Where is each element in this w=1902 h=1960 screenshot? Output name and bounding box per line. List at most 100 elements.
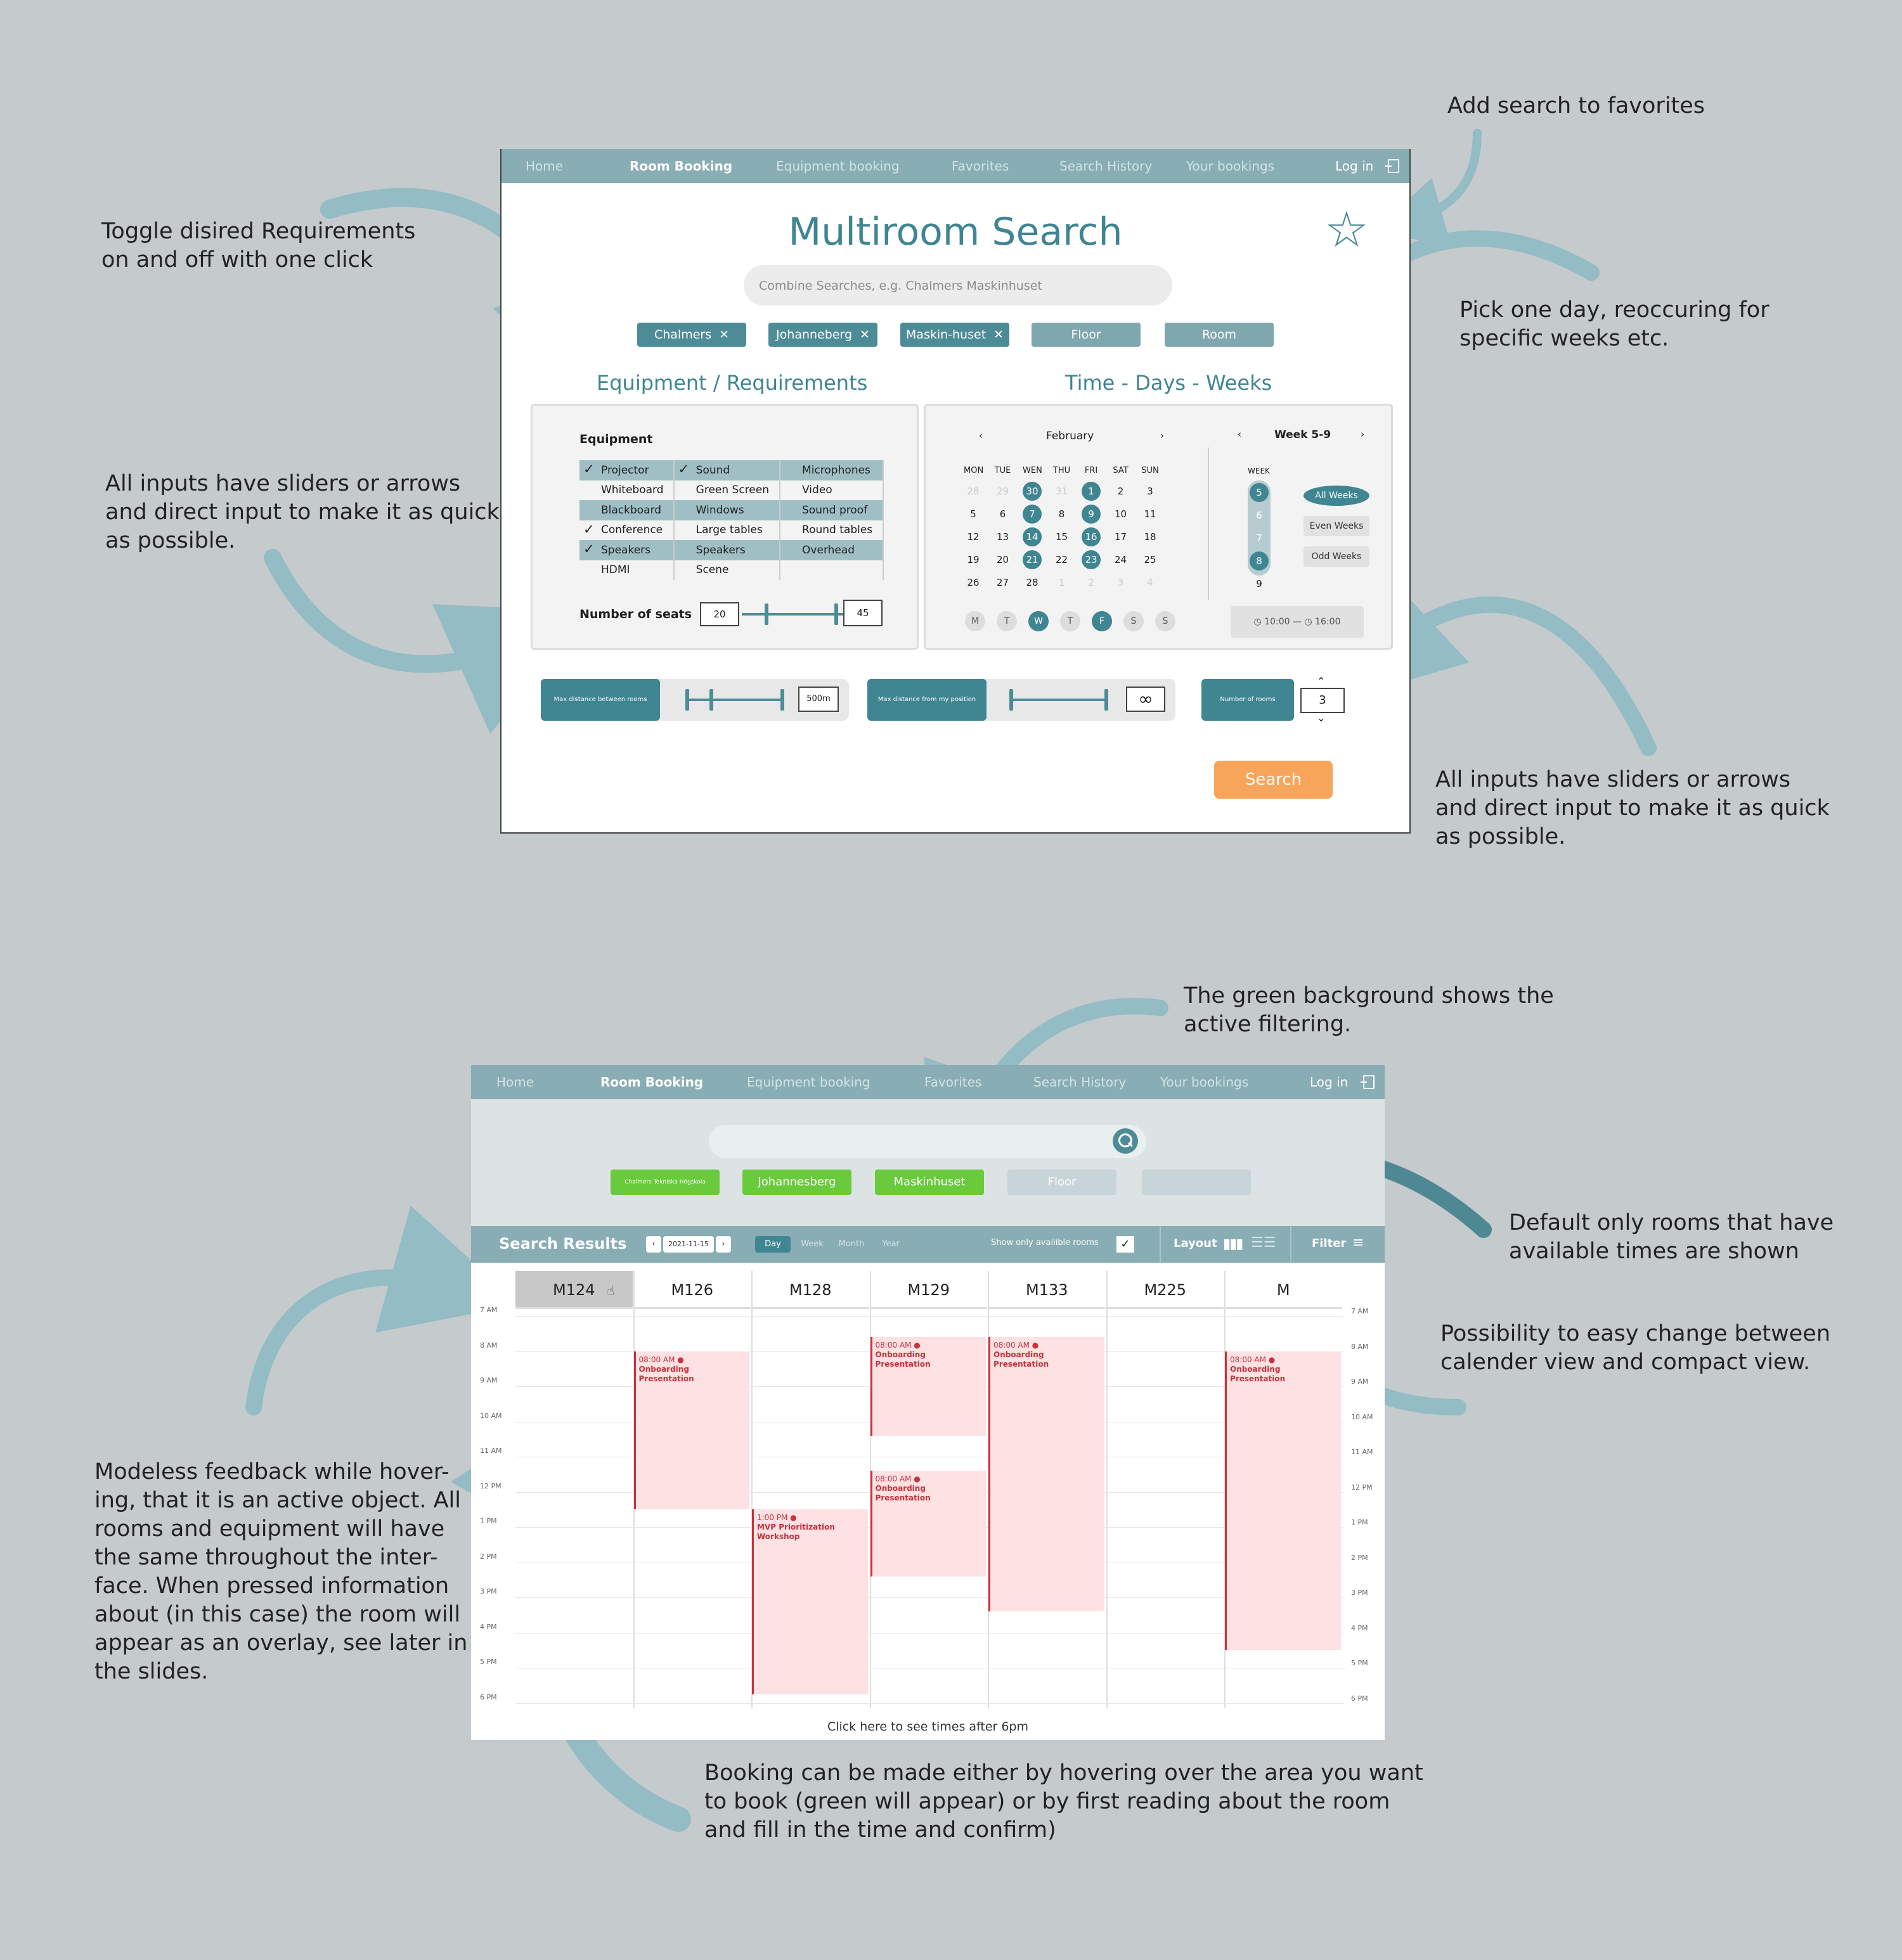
week-number[interactable]: 5 [1250, 483, 1269, 502]
equipment-toggle[interactable]: ✓Conference [579, 520, 675, 540]
nav-login[interactable]: Log in [1310, 1074, 1349, 1090]
booking-event[interactable]: 08:00 AM ●Onboarding Presentation [633, 1351, 749, 1510]
search-input[interactable] [709, 1125, 1146, 1158]
equipment-toggle[interactable]: Green Screen [673, 480, 781, 500]
nav-favorites[interactable]: Favorites [952, 158, 1009, 174]
prev-week-icon[interactable]: ‹ [1238, 429, 1241, 440]
nav-your-bookings[interactable]: Your bookings [1186, 158, 1275, 174]
chip-floor[interactable]: Floor [1007, 1170, 1116, 1195]
show-available-checkbox[interactable]: ✓ [1116, 1236, 1134, 1253]
calendar-day[interactable]: 29 [996, 486, 1009, 497]
equipment-toggle[interactable]: Round tables [780, 520, 884, 540]
calendar-view-icon[interactable]: ▮▮▮ [1223, 1236, 1243, 1252]
calendar-day[interactable]: 6 [999, 508, 1006, 520]
weekday-toggle[interactable]: S [1123, 611, 1144, 631]
equipment-toggle[interactable]: Sound proof [780, 500, 884, 520]
next-date-icon[interactable]: › [716, 1236, 731, 1253]
date-field[interactable]: 2021-11-15 [663, 1236, 714, 1253]
search-button[interactable]: Search [1214, 761, 1333, 799]
calendar-day[interactable]: 20 [996, 554, 1009, 565]
max-distance-rooms-input[interactable]: 500m [798, 687, 839, 712]
nav-login[interactable]: Log in [1335, 158, 1374, 174]
week-filter-button[interactable]: All Weeks [1304, 486, 1369, 506]
seats-min-handle[interactable] [765, 603, 768, 625]
equipment-toggle[interactable]: ✓Sound [673, 460, 781, 480]
room-header[interactable]: M133 [988, 1271, 1106, 1309]
calendar-day[interactable]: 7 [1023, 505, 1042, 524]
weekday-toggle[interactable]: M [965, 611, 985, 631]
room-header[interactable]: M126 [633, 1271, 751, 1309]
equipment-toggle[interactable]: Windows [673, 500, 781, 520]
weekday-toggle[interactable]: W [1028, 611, 1049, 631]
nav-your-bookings[interactable]: Your bookings [1160, 1074, 1249, 1090]
equipment-toggle[interactable]: Speakers [673, 540, 781, 560]
login-icon[interactable] [1385, 159, 1399, 173]
calendar-day[interactable]: 22 [1055, 554, 1068, 565]
calendar-day[interactable]: 2 [1088, 577, 1094, 588]
chip-chalmers-tekniska[interactable]: Chalmers Tekniska Högskola [611, 1170, 720, 1195]
equipment-toggle[interactable]: Overhead [780, 540, 884, 560]
favorite-star-icon[interactable]: ☆ [1324, 202, 1369, 259]
decrease-rooms-icon[interactable]: ⌄ [1317, 712, 1326, 724]
chip-johannesberg[interactable]: Johannesberg [742, 1170, 851, 1195]
calendar-day[interactable]: 5 [970, 508, 976, 520]
calendar-day[interactable]: 13 [996, 531, 1009, 543]
calendar-day[interactable]: 3 [1117, 577, 1124, 588]
view-day-button[interactable]: Day [755, 1236, 791, 1253]
week-number[interactable]: 7 [1256, 532, 1262, 544]
login-icon[interactable] [1361, 1075, 1375, 1089]
time-to[interactable]: 16:00 [1315, 617, 1341, 627]
filter-label[interactable]: Filter [1312, 1237, 1347, 1250]
calendar-day[interactable]: 18 [1144, 531, 1156, 543]
room-header[interactable]: M124 [515, 1271, 633, 1309]
equipment-toggle[interactable]: Whiteboard [579, 480, 675, 500]
search-icon[interactable] [1113, 1128, 1138, 1154]
room-header[interactable]: M [1225, 1271, 1342, 1309]
seats-slider-track[interactable] [742, 613, 843, 616]
max-distance-position-input[interactable]: ∞ [1126, 687, 1165, 712]
week-number[interactable]: 6 [1256, 510, 1262, 521]
calendar-day[interactable]: 12 [967, 531, 980, 543]
calendar-day[interactable]: 24 [1114, 554, 1127, 565]
prev-date-icon[interactable]: ‹ [646, 1236, 661, 1253]
week-filter-button[interactable]: Even Weeks [1304, 516, 1369, 536]
increase-rooms-icon[interactable]: ⌃ [1317, 675, 1326, 687]
calendar-day[interactable]: 30 [1023, 482, 1042, 501]
booking-event[interactable]: 08:00 AM ●Onboarding Presentation [1225, 1351, 1341, 1651]
view-week-button[interactable]: Week [801, 1239, 824, 1249]
calendar-day[interactable]: 2 [1117, 486, 1124, 497]
calendar-day[interactable]: 17 [1114, 531, 1127, 543]
equipment-toggle[interactable]: ✓Speakers [579, 540, 675, 560]
nav-search-history[interactable]: Search History [1033, 1074, 1127, 1090]
calendar-day[interactable]: 23 [1082, 550, 1101, 569]
distance-rooms-max-handle[interactable] [780, 689, 784, 711]
calendar-day[interactable]: 1 [1058, 577, 1065, 588]
next-month-icon[interactable]: › [1160, 430, 1164, 441]
weekday-toggle[interactable]: T [997, 611, 1017, 631]
calendar-day[interactable]: 10 [1114, 508, 1127, 520]
chip-room[interactable] [1142, 1170, 1251, 1195]
booking-event[interactable]: 08:00 AM ●Onboarding Presentation [988, 1337, 1104, 1612]
time-range-input[interactable]: ◷ 10:00 — ◷ 16:00 [1231, 606, 1364, 638]
calendar-day[interactable]: 14 [1023, 527, 1042, 546]
calendar-day[interactable]: 9 [1082, 505, 1101, 524]
distance-rooms-min-handle[interactable] [685, 689, 689, 711]
chip-johanneberg[interactable]: Johanneberg✕ [768, 323, 877, 347]
weekday-toggle[interactable]: S [1155, 611, 1175, 631]
remove-chip-icon[interactable]: ✕ [860, 328, 870, 342]
chip-maskinhuset[interactable]: Maskin-huset✕ [900, 323, 1009, 347]
calendar-day[interactable]: 28 [967, 486, 980, 497]
calendar-day[interactable]: 4 [1147, 577, 1153, 588]
search-input[interactable]: Combine Searches, e.g. Chalmers Maskinhu… [744, 265, 1172, 306]
distance-rooms-track[interactable] [688, 699, 783, 701]
calendar-day[interactable]: 26 [967, 577, 980, 588]
nav-room-booking[interactable]: Room Booking [600, 1074, 704, 1090]
booking-event[interactable]: 08:00 AM ●Onboarding Presentation [870, 1337, 986, 1436]
week-number[interactable]: 9 [1256, 578, 1262, 590]
equipment-toggle[interactable]: Scene [673, 560, 781, 580]
calendar-day[interactable]: 28 [1026, 577, 1038, 588]
see-after-6pm-link[interactable]: Click here to see times after 6pm [827, 1720, 1029, 1734]
nav-room-booking[interactable]: Room Booking [630, 158, 733, 174]
week-filter-button[interactable]: Odd Weeks [1304, 546, 1369, 567]
calendar-day[interactable]: 15 [1055, 531, 1068, 543]
